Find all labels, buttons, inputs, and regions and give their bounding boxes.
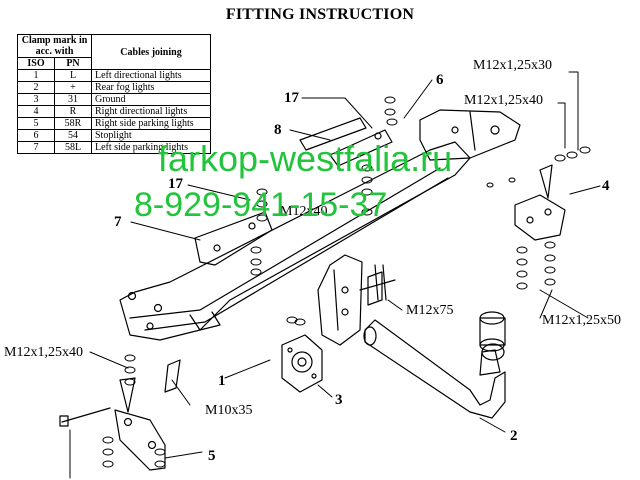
- label-bolt-m12x125x40-left: M12x1,25x40: [4, 345, 83, 360]
- plate-part-7: [194, 211, 273, 266]
- page-title: FITTING INSTRUCTION: [225, 6, 415, 23]
- strip-part-17: [329, 129, 393, 167]
- label-bolt-m12x75: M12x75: [406, 303, 454, 318]
- cables-table: Clamp mark in acc. with Cables joining I…: [17, 34, 211, 154]
- part-number-2: 2: [510, 428, 518, 444]
- table-header-cables: Cables joining: [91, 34, 211, 70]
- label-bolt-m10x35: M10x35: [205, 403, 253, 418]
- part-number-4: 4: [602, 178, 610, 194]
- watermark-url: farkop-westfalia.ru: [158, 138, 453, 179]
- watermark-phone: 8-929-941-15-37: [134, 186, 388, 224]
- table-header-clamp: Clamp mark in acc. with: [17, 34, 92, 58]
- part-number-6: 6: [436, 72, 444, 88]
- part-number-5: 5: [208, 448, 216, 464]
- hitch-bracket: [317, 254, 363, 346]
- part-number-1: 1: [218, 373, 226, 389]
- label-bolt-m12x125x30: M12x1,25x30: [473, 58, 552, 73]
- socket-plate-part-3: [281, 334, 323, 393]
- washers: [102, 96, 591, 468]
- bolts: [59, 264, 396, 427]
- cell-desc: Left side parking lights: [91, 141, 211, 154]
- strip-part-8: [299, 117, 367, 151]
- bracket-part-6: [419, 109, 521, 161]
- leader-lines: [69, 71, 601, 479]
- part-number-17-left: 17: [168, 176, 183, 192]
- part-number-7: 7: [114, 214, 122, 230]
- cell-iso: 7: [17, 141, 55, 154]
- part-number-3: 3: [335, 392, 343, 408]
- bracket-part-4: [514, 164, 566, 241]
- label-bolt-m12x125x50: M12x1,25x50: [542, 313, 621, 328]
- crossbar-part-1: [119, 141, 471, 341]
- label-bolt-m12x125x40-top: M12x1,25x40: [464, 93, 543, 108]
- part-number-17-top: 17: [284, 90, 299, 106]
- ball-bar-part-2: [363, 311, 506, 419]
- part-number-8: 8: [274, 122, 282, 138]
- label-bolt-m12x40: M12x40: [280, 204, 328, 219]
- bracket-part-5: [114, 377, 166, 471]
